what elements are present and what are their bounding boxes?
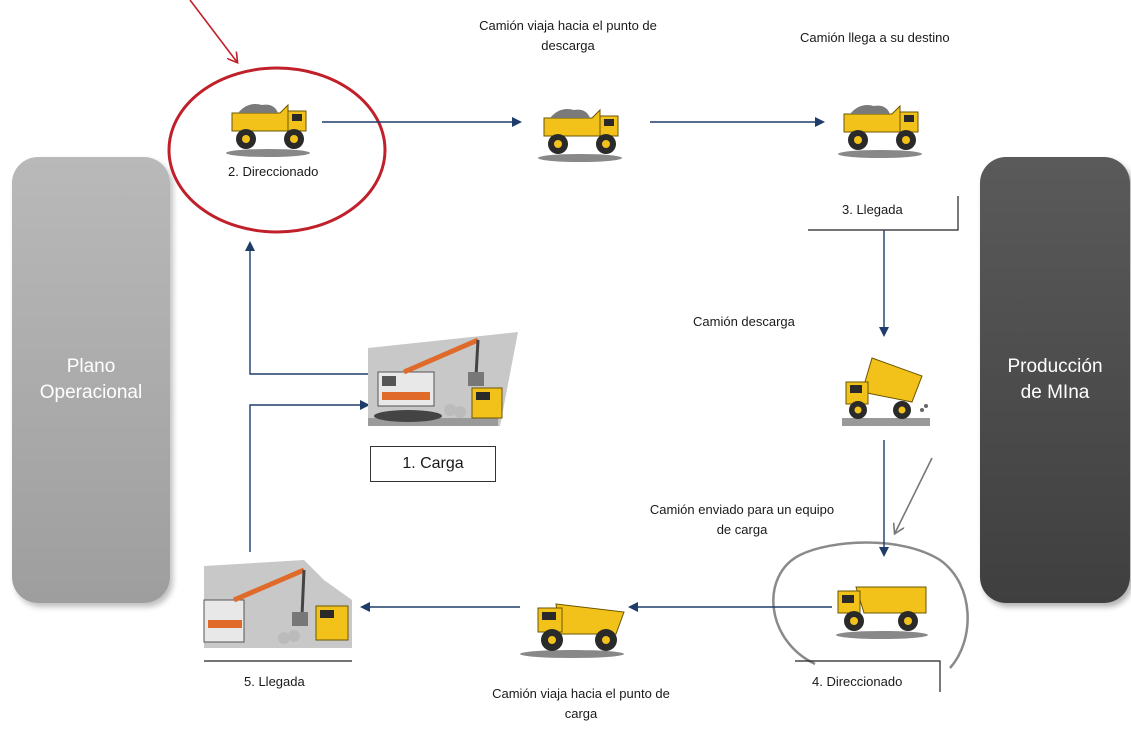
arrow-carga-to-direccionado [245,241,368,375]
caption-truck-sent-line-2: de carga [716,522,768,537]
step-5-llegada: 5. Llegada [244,674,305,689]
caption-truck-sent: Camión enviado para un equipo de carga [632,500,852,540]
caption-truck-arrives: Camión llega a su destino [800,30,950,45]
caption-travel-to-load: Camión viaja hacia el punto de carga [476,684,686,724]
step-3-llegada: 3. Llegada [842,202,903,217]
haul-truck-icon-direccionado [226,103,310,157]
plano-operacional-panel: Plano Operacional [12,157,170,603]
caption-travel-to-unload-line-1: Camión viaja hacia el punto de [479,18,657,33]
bracket-direccionado-4 [795,660,941,692]
caption-travel-to-unload: Camión viaja hacia el punto de descarga [463,16,673,56]
gray-pointer-arrow [895,457,933,533]
left-panel-line-1: Plano [66,356,116,377]
right-panel-line-1: Producción [1007,356,1103,377]
haul-truck-icon-direccionado-4 [836,586,928,639]
red-pointer-arrow [189,0,237,62]
dumping-truck-icon [842,357,930,426]
highlight-circle-direccionado [167,66,387,234]
shovel-loading-icon-llegada [203,560,352,648]
haul-truck-icon-travel [538,108,622,162]
haul-truck-icon-return [520,603,625,658]
caption-truck-sent-line-1: Camión enviado para un equipo [649,502,835,517]
arrow-llegada-to-carga [249,400,370,552]
caption-travel-to-unload-line-2: descarga [541,38,595,53]
step-4-direccionado: 4. Direccionado [812,674,903,689]
shovel-loading-icon-carga [368,332,518,426]
haul-truck-icon-destination [838,104,922,158]
produccion-de-mina-panel: Producción de MIna [980,157,1130,603]
left-panel-line-2: Operacional [39,382,143,403]
highlight-circle-direccionado-4 [772,541,969,669]
step-2-direccionado: 2. Direccionado [228,164,319,179]
bracket-llegada-3 [808,196,959,231]
step-1-carga: 1. Carga [370,446,496,482]
right-panel-line-2: de MIna [1020,382,1090,403]
caption-travel-to-load-line-2: carga [564,706,598,721]
caption-truck-unloads: Camión descarga [693,314,795,329]
caption-travel-to-load-line-1: Camión viaja hacia el punto de [492,686,670,701]
